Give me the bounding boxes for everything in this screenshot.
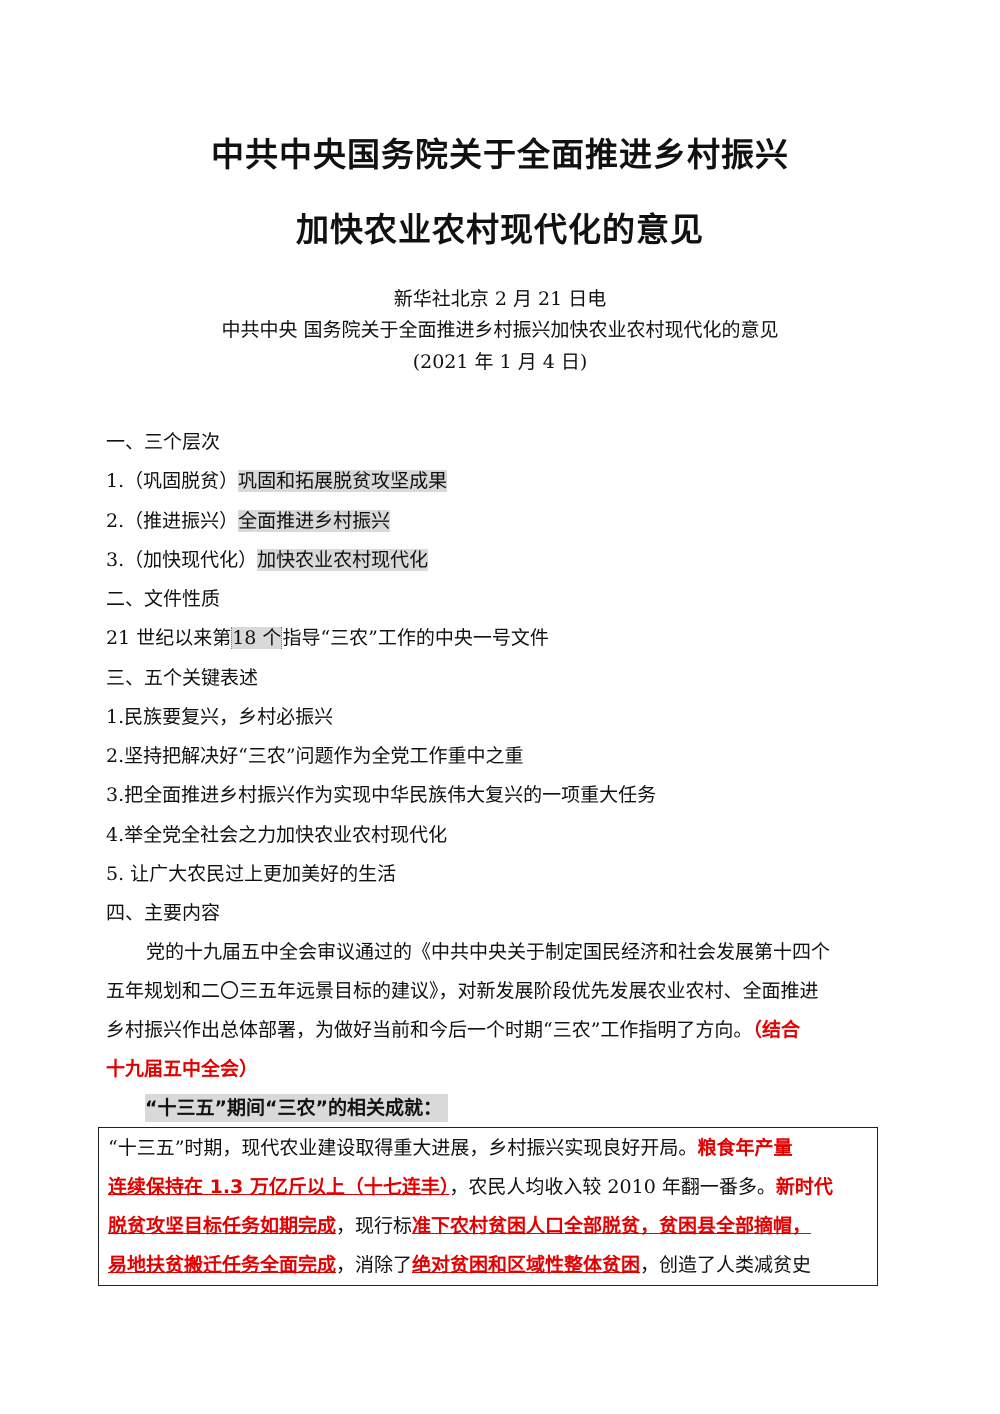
box-text: ，现行标 [336, 1215, 413, 1237]
box-line-4: 易地扶贫搬迁任务全面完成，消除了绝对贫困和区域性整体贫困，创造了人类减贫史 [108, 1250, 811, 1277]
box-text: ，农民人均收入较 2010 年翻一番多。 [449, 1176, 776, 1198]
red-underlined-emphasis: 连续保持在 1.3 万亿斤以上（十七连丰） [108, 1176, 450, 1198]
section-1-item-1: 1.（巩固脱贫）巩固和拓展脱贫攻坚成果 [106, 466, 448, 493]
red-underlined-emphasis: 准下农村贫困人口全部脱贫，贫困县全部摘帽， [412, 1215, 812, 1237]
document-title-line-2: 加快农业农村现代化的意见 [296, 210, 704, 249]
red-underlined-emphasis: 易地扶贫搬迁任务全面完成 [108, 1254, 337, 1276]
section-3-heading: 三、五个关键表述 [106, 667, 259, 689]
box-text: ，创造了人类减贫史 [640, 1254, 812, 1276]
highlighted-text: 加快农业农村现代化 [257, 549, 429, 571]
full-document-name: 中共中央 国务院关于全面推进乡村振兴加快农业农村现代化的意见 [221, 319, 779, 341]
red-emphasis: 新时代 [775, 1176, 833, 1198]
dateline: 新华社北京 2 月 21 日电 [393, 288, 607, 310]
box-line-1: “十三五”时期，现代农业建设取得重大进展，乡村振兴实现良好开局。粮食年产量 [108, 1133, 792, 1160]
red-emphasis: 粮食年产量 [697, 1137, 793, 1159]
issue-date: (2021 年 1 月 4 日) [412, 351, 588, 373]
boxed-count: 18 个 [231, 627, 283, 649]
section-1-item-2: 2.（推进振兴）全面推进乡村振兴 [106, 506, 391, 533]
paragraph-text: 乡村振兴作出总体部署，为做好当前和今后一个时期“三农”工作指明了方向。 [106, 1019, 753, 1041]
paragraph-line-2: 五年规划和二〇三五年远景目标的建议》，对新发展阶段优先发展农业农村、全面推进 [106, 980, 819, 1002]
paragraph-line-3: 乡村振兴作出总体部署，为做好当前和今后一个时期“三农”工作指明了方向。（结合 [106, 1015, 800, 1042]
section-3-item-4: 4.举全党全社会之力加快农业农村现代化 [106, 824, 448, 846]
item-prefix: 1.（巩固脱贫） [106, 470, 239, 492]
section-3-item-2: 2.坚持把解决好“三农”问题作为全党工作重中之重 [106, 745, 524, 767]
paragraph-line-1: 党的十九届五中全会审议通过的《中共中央关于制定国民经济和社会发展第十四个 [146, 941, 831, 963]
red-underlined-emphasis: 脱贫攻坚目标任务如期完成 [108, 1215, 337, 1237]
achievements-subheading: “十三五”期间“三农”的相关成就： [145, 1094, 448, 1122]
section-3-item-1: 1.民族要复兴，乡村必振兴 [106, 706, 334, 728]
red-underlined-emphasis: 绝对贫困和区域性整体贫困 [412, 1254, 641, 1276]
red-annotation: （结合 [752, 1019, 800, 1041]
item-prefix: 2.（推进振兴） [106, 510, 239, 532]
achievements-box: “十三五”时期，现代农业建设取得重大进展，乡村振兴实现良好开局。粮食年产量 连续… [98, 1127, 878, 1286]
highlighted-text: 全面推进乡村振兴 [238, 510, 391, 532]
item-prefix: 3.（加快现代化） [106, 549, 258, 571]
box-text: ，消除了 [336, 1254, 413, 1276]
section-2-body: 21 世纪以来第18 个指导“三农”工作的中央一号文件 [106, 623, 549, 650]
section-4-heading: 四、主要内容 [106, 902, 221, 924]
box-text: “十三五”时期，现代农业建设取得重大进展，乡村振兴实现良好开局。 [108, 1137, 698, 1159]
document-title-line-1: 中共中央国务院关于全面推进乡村振兴 [211, 135, 789, 174]
text-after-box: 指导“三农”工作的中央一号文件 [282, 627, 549, 649]
section-3-item-5: 5. 让广大农民过上更加美好的生活 [106, 863, 397, 885]
box-line-3: 脱贫攻坚目标任务如期完成，现行标准下农村贫困人口全部脱贫，贫困县全部摘帽， [108, 1211, 811, 1238]
text-before-box: 21 世纪以来第 [106, 627, 232, 649]
section-3-item-3: 3.把全面推进乡村振兴作为实现中华民族伟大复兴的一项重大任务 [106, 784, 657, 806]
section-1-item-3: 3.（加快现代化）加快农业农村现代化 [106, 545, 429, 572]
highlighted-text: 巩固和拓展脱贫攻坚成果 [238, 470, 448, 492]
box-line-2: 连续保持在 1.3 万亿斤以上（十七连丰），农民人均收入较 2010 年翻一番多… [108, 1172, 833, 1199]
paragraph-line-4-red: 十九届五中全会） [106, 1058, 259, 1080]
section-1-heading: 一、三个层次 [106, 431, 221, 453]
section-2-heading: 二、文件性质 [106, 588, 221, 610]
